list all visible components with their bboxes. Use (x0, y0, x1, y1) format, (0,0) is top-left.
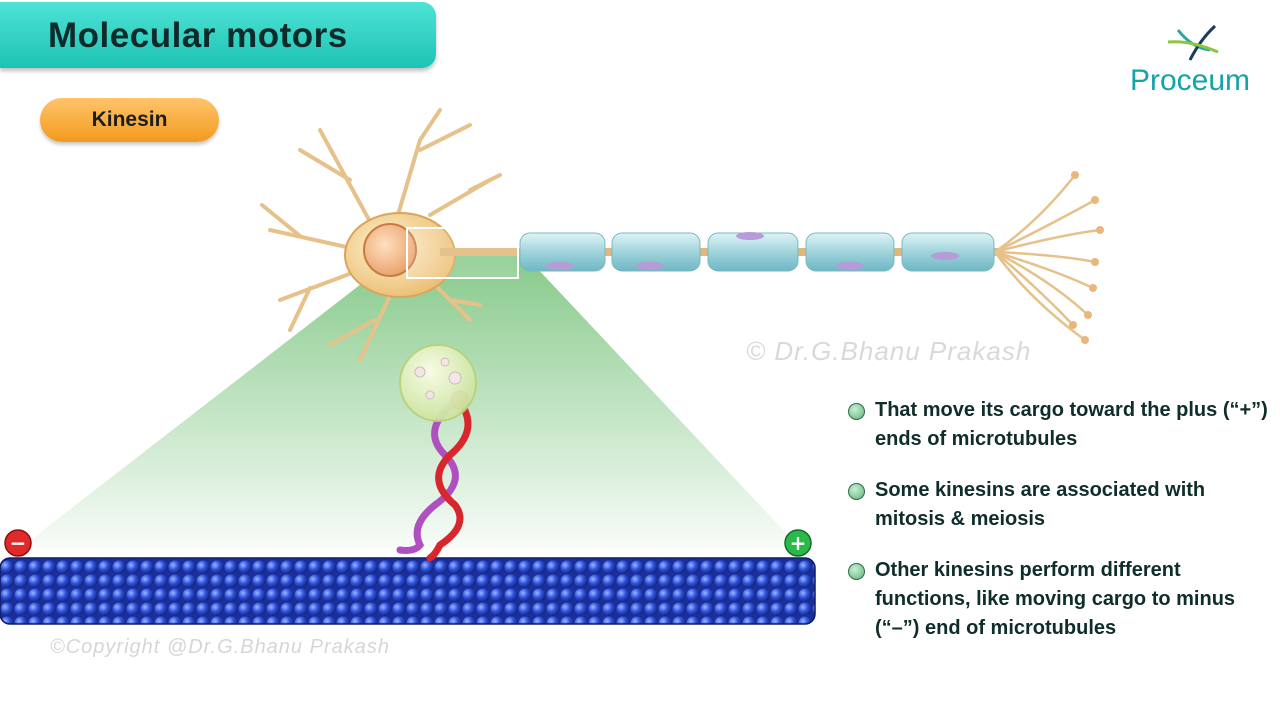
bullet-text: Some kinesins are associated with mitosi… (875, 479, 1206, 530)
minus-end-marker: − (4, 529, 32, 557)
plus-end-marker: + (784, 529, 812, 557)
bullet-item: Other kinesins perform different functio… (848, 556, 1268, 643)
nucleus (363, 223, 417, 277)
bullet-list: That move its cargo toward the plus (“+”… (848, 396, 1268, 665)
bullet-dot-icon (848, 563, 865, 580)
minus-label: − (10, 531, 27, 555)
bullet-item: Some kinesins are associated with mitosi… (848, 476, 1268, 534)
subtitle-label: Kinesin (91, 108, 168, 131)
bullet-dot-icon (848, 403, 865, 420)
page-title: Molecular motors (48, 16, 348, 55)
plus-label: + (790, 531, 807, 555)
subtitle-pill: Kinesin (40, 98, 219, 142)
kinesin-motor (396, 398, 472, 562)
zoom-box (406, 227, 519, 279)
terminal-boutons (1069, 171, 1104, 344)
bullet-dot-icon (848, 483, 865, 500)
logo-text: Proceum (1130, 64, 1251, 97)
proceum-logo: Proceum (1120, 20, 1270, 100)
logo-mark-icon (1167, 24, 1219, 61)
watermark-main: © Dr.G.Bhanu Prakash (746, 336, 1032, 366)
cargo-vesicle (399, 344, 477, 422)
bullet-text: That move its cargo toward the plus (“+”… (875, 399, 1268, 450)
bullet-text: Other kinesins perform different functio… (875, 559, 1236, 639)
watermark-bottom: ©Copyright @Dr.G.Bhanu Prakash (50, 636, 390, 658)
microtubule (0, 558, 815, 624)
axon-terminals (993, 174, 1101, 342)
myelin-sheaths (519, 232, 995, 272)
vesicle-contents (414, 357, 462, 400)
title-banner: Molecular motors (0, 2, 436, 68)
bullet-item: That move its cargo toward the plus (“+”… (848, 396, 1268, 454)
